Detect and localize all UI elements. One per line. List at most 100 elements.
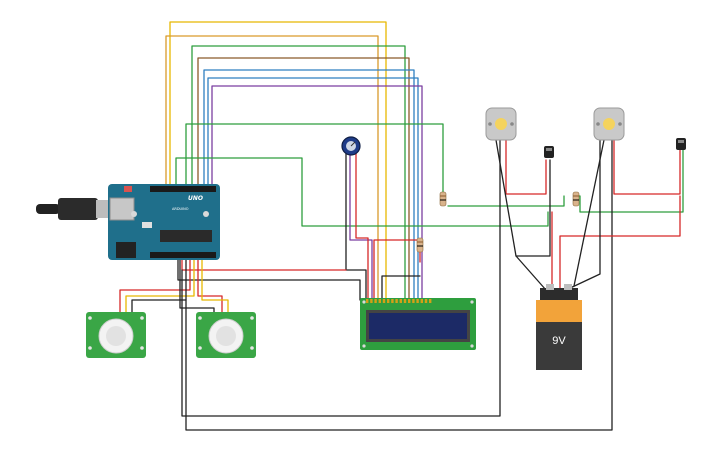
- wire-black-pir2[interactable]: [179, 255, 215, 313]
- wire-black-long-1[interactable]: [181, 139, 501, 417]
- wire-black-pot[interactable]: [345, 151, 367, 301]
- lcd-pin[interactable]: [399, 299, 402, 303]
- lcd-pin[interactable]: [370, 299, 373, 303]
- lcd-screen: [369, 313, 467, 339]
- crystal: [142, 222, 152, 228]
- wire-yellow-pir1[interactable]: [125, 255, 195, 313]
- wire-black-batt-4[interactable]: [573, 139, 605, 287]
- analog-header[interactable]: [150, 252, 216, 258]
- wire-green-5[interactable]: [447, 195, 565, 207]
- resistor[interactable]: [416, 237, 424, 253]
- potentiometer[interactable]: [341, 136, 361, 156]
- mounting-hole: [203, 211, 209, 217]
- temperature-sensor[interactable]: [676, 138, 686, 150]
- usb-plug-metal: [96, 200, 110, 218]
- wire-green-4[interactable]: [575, 149, 684, 213]
- usb-plug-body: [58, 198, 98, 220]
- wire-green-2[interactable]: [185, 123, 444, 197]
- lcd-pin[interactable]: [416, 299, 419, 303]
- lcd-pin[interactable]: [374, 299, 377, 303]
- wire-yellow-pir2[interactable]: [201, 255, 229, 313]
- wire-black-gnd[interactable]: [177, 255, 361, 301]
- lcd-pin[interactable]: [420, 299, 423, 303]
- wire-purple-2[interactable]: [349, 151, 373, 301]
- wire-black-batt-2[interactable]: [565, 139, 601, 291]
- mounting-hole: [250, 346, 254, 350]
- battery-terminal-pos: [564, 284, 572, 290]
- battery-label-band: [536, 300, 582, 322]
- motor-screw: [596, 122, 600, 126]
- pot-indicator: [350, 141, 356, 147]
- wire-yellow-1[interactable]: [169, 21, 387, 301]
- lcd-pin[interactable]: [403, 299, 407, 303]
- wire-green-1[interactable]: [191, 45, 406, 301]
- mounting-hole: [140, 316, 144, 320]
- lcd-pin[interactable]: [429, 299, 432, 303]
- wire-black-pir1[interactable]: [131, 255, 187, 313]
- pir-sensor[interactable]: [196, 312, 256, 358]
- resistor[interactable]: [439, 191, 447, 207]
- digital-header[interactable]: [150, 186, 216, 192]
- motor-screw: [618, 122, 622, 126]
- wire-green-3[interactable]: [175, 157, 549, 227]
- atmega-chip: [160, 230, 212, 242]
- usb-cable[interactable]: [36, 198, 110, 220]
- mounting-hole: [362, 344, 366, 348]
- wire-red-motor2[interactable]: [613, 139, 681, 195]
- lcd-pin[interactable]: [366, 299, 369, 303]
- resistor[interactable]: [572, 191, 580, 207]
- lcd-pin[interactable]: [382, 299, 386, 303]
- reset-button[interactable]: [124, 186, 132, 192]
- arduino-uno-board[interactable]: UNO ARDUINO: [108, 184, 220, 260]
- wire-black-long-2[interactable]: [185, 139, 613, 431]
- wire-red-pot[interactable]: [355, 151, 369, 301]
- mounting-hole: [362, 300, 366, 304]
- wire-black-lcd[interactable]: [381, 275, 421, 301]
- lcd-pin[interactable]: [412, 299, 415, 303]
- lcd-pin[interactable]: [408, 299, 411, 303]
- sensor-face: [546, 148, 552, 151]
- lcd-pin[interactable]: [424, 299, 428, 303]
- sensor-body: [676, 138, 686, 150]
- battery-label: 9V: [552, 335, 566, 347]
- wire-purple-1[interactable]: [211, 85, 423, 301]
- wire-brown-1[interactable]: [197, 57, 410, 301]
- lcd-pin[interactable]: [387, 299, 390, 303]
- power-jack: [116, 242, 136, 258]
- dc-motor[interactable]: [593, 107, 625, 141]
- wire-red-lcd[interactable]: [373, 239, 421, 301]
- mounting-hole: [470, 344, 474, 348]
- wire-red-pir2[interactable]: [197, 255, 223, 313]
- motor-screw: [510, 122, 514, 126]
- mounting-hole: [250, 316, 254, 320]
- battery-terminal-neg: [546, 284, 554, 290]
- wire-blue-2[interactable]: [207, 77, 419, 301]
- lcd-pin[interactable]: [378, 299, 381, 303]
- wire-orange-1[interactable]: [165, 35, 379, 301]
- pir-lens: [106, 326, 126, 346]
- wire-red-batt[interactable]: [559, 195, 681, 291]
- usb-cable-end: [36, 204, 60, 214]
- wire-red-pir1[interactable]: [119, 255, 191, 313]
- mounting-hole: [470, 300, 474, 304]
- wire-red-motor1[interactable]: [505, 139, 547, 195]
- motor-screw: [488, 122, 492, 126]
- wire-blue-1[interactable]: [203, 69, 415, 301]
- lcd-pin[interactable]: [391, 299, 394, 303]
- pir-sensor[interactable]: [86, 312, 146, 358]
- arduino-label: UNO: [188, 195, 203, 202]
- wire-black-batt-1[interactable]: [515, 159, 551, 291]
- lcd-16x2[interactable]: [360, 298, 476, 350]
- dc-motor[interactable]: [485, 107, 517, 141]
- motor-shaft: [495, 118, 507, 130]
- mounting-hole: [198, 316, 202, 320]
- temperature-sensor[interactable]: [544, 146, 554, 158]
- battery-9v[interactable]: 9V: [536, 284, 582, 370]
- wire-black-batt-3[interactable]: [495, 139, 517, 257]
- lcd-pin[interactable]: [395, 299, 398, 303]
- usb-port: [109, 197, 135, 221]
- lcd-pin-row: [366, 299, 432, 303]
- mounting-hole: [198, 346, 202, 350]
- battery-cap: [540, 288, 578, 300]
